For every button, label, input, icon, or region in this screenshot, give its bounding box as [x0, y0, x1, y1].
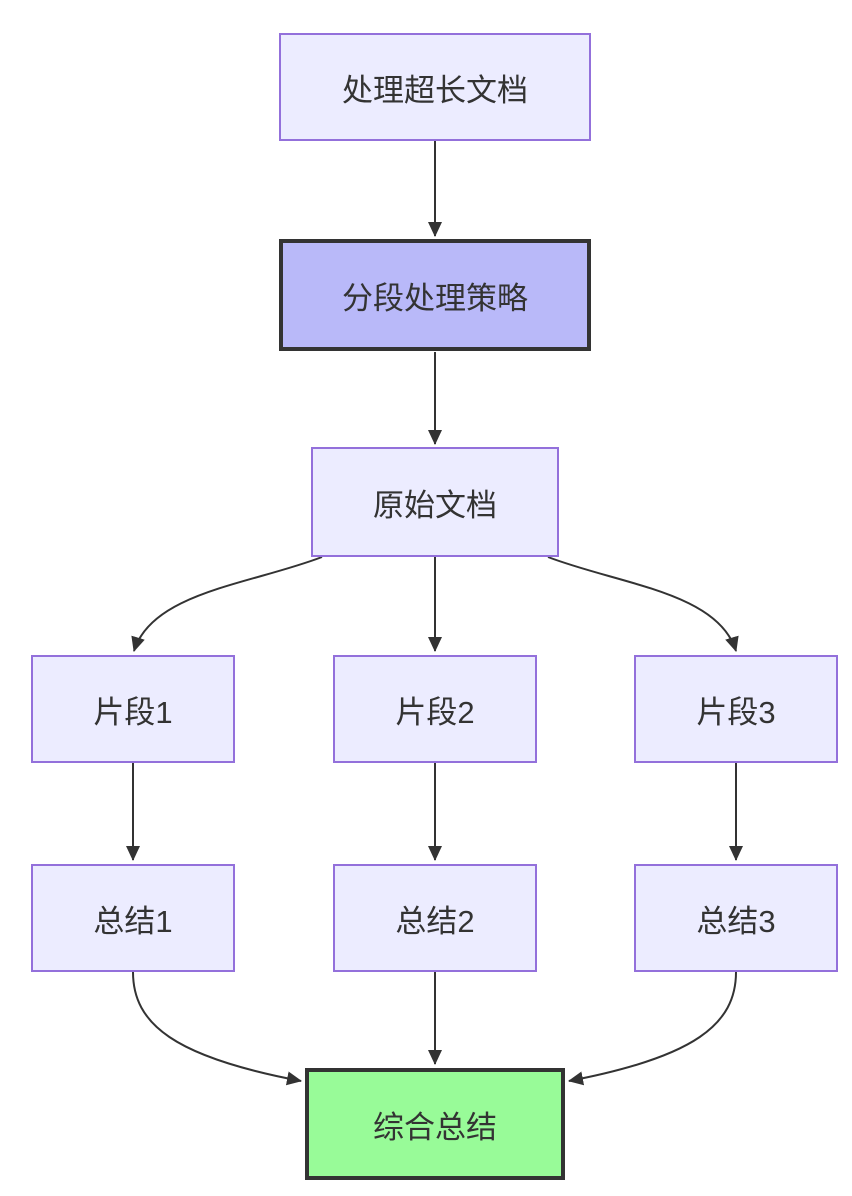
- edge-original-to-fragment1: [131, 556, 323, 652]
- node-label: 片段2: [395, 694, 475, 730]
- node-summary-2: 总结2: [333, 864, 537, 972]
- node-label: 片段3: [696, 694, 776, 730]
- node-label: 原始文档: [373, 487, 497, 523]
- node-summary-3: 总结3: [634, 864, 838, 972]
- node-label: 总结1: [93, 903, 173, 939]
- node-original-doc: 原始文档: [311, 447, 559, 557]
- node-label: 处理超长文档: [342, 72, 528, 108]
- node-final-summary: 综合总结: [305, 1068, 565, 1180]
- node-summary-1: 总结1: [31, 864, 235, 972]
- node-segmentation-strategy: 分段处理策略: [279, 239, 591, 351]
- node-label: 总结2: [395, 903, 475, 939]
- edge-summary1-to-final: [132, 971, 302, 1086]
- edge-original-to-fragment3: [547, 556, 739, 652]
- node-fragment-2: 片段2: [333, 655, 537, 763]
- node-label: 片段1: [93, 694, 173, 730]
- node-fragment-3: 片段3: [634, 655, 838, 763]
- node-process-long-doc: 处理超长文档: [279, 33, 591, 141]
- node-fragment-1: 片段1: [31, 655, 235, 763]
- node-label: 总结3: [696, 903, 776, 939]
- edge-summary3-to-final: [568, 971, 737, 1086]
- node-label: 综合总结: [373, 1109, 497, 1145]
- node-label: 分段处理策略: [342, 280, 528, 316]
